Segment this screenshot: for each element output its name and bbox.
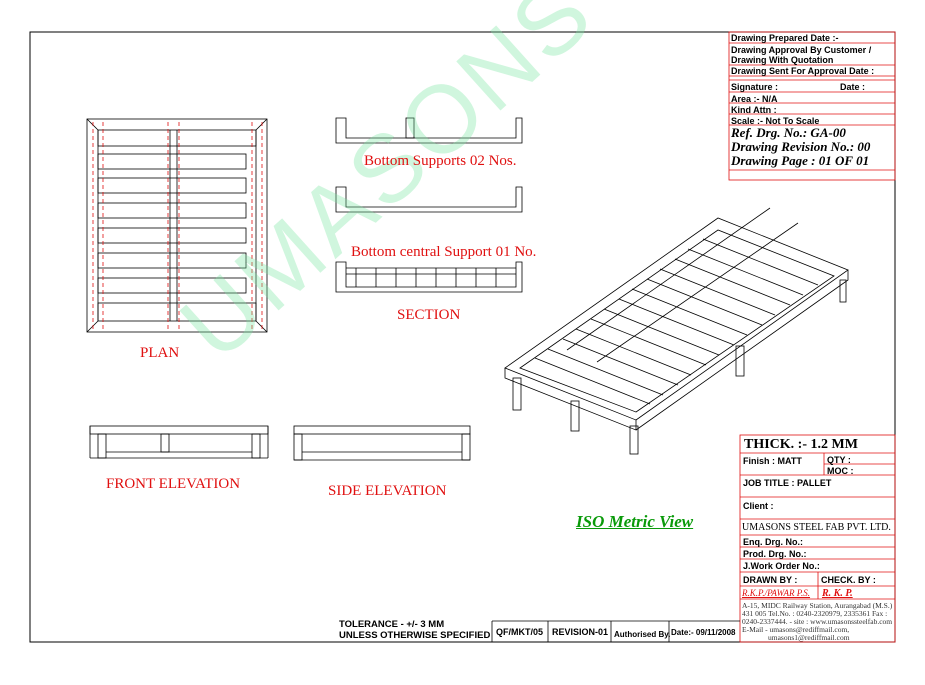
front-elevation-label: FRONT ELEVATION [106, 476, 241, 492]
thickness-field: THICK. :- 1.2 MM [744, 437, 858, 452]
prod-drg-no: Prod. Drg. No.: [743, 549, 807, 559]
work-order-no: J.Work Order No.: [743, 561, 820, 571]
address-line-1: A-15, MIDC Railway Station, Aurangabad (… [742, 601, 893, 610]
check-by-label: CHECK. BY : [821, 575, 876, 585]
title-block-bottom [739, 434, 896, 643]
client-field: Client : [743, 501, 774, 511]
isometric-view [504, 207, 849, 455]
ref-drg-no: Ref. Drg. No.: GA-00 [731, 125, 846, 140]
kind-attn-field: Kind Attn : [731, 105, 777, 115]
footer-block [491, 620, 740, 642]
signature-date-field: Date : [840, 82, 866, 92]
front-elevation-view [89, 425, 269, 459]
bottom-support-view [335, 117, 523, 144]
revision-code: REVISION-01 [552, 627, 609, 637]
drawing-page: Drawing Page : 01 OF 01 [731, 153, 870, 168]
scale-field: Scale :- Not To Scale [731, 116, 820, 126]
drawing-revision-no: Drawing Revision No.: 00 [731, 139, 871, 154]
bottom-central-support-view [335, 186, 523, 213]
qty-field: QTY : [827, 455, 851, 465]
enq-drg-no: Enq. Drg. No.: [743, 537, 803, 547]
address-line-3: 0240-2337444. - site : www.umasonssteelf… [742, 617, 893, 626]
side-elevation-label: SIDE ELEVATION [328, 483, 447, 499]
plan-label: PLAN [140, 345, 180, 361]
address-line-4: E-Mail - umasons@rediffmail.com, [742, 625, 850, 634]
footer-date: Date:- 09/11/2008 [671, 628, 736, 637]
bottom-central-support-label: Bottom central Support 01 No. [351, 244, 537, 260]
drawn-by-label: DRAWN BY : [743, 575, 798, 585]
title-block-top [728, 31, 896, 181]
section-view [335, 261, 523, 293]
finish-field: Finish : MATT [743, 456, 802, 466]
plan-view [86, 118, 268, 333]
drawing-approval-line2: Drawing With Quotation [731, 55, 834, 65]
moc-field: MOC : [827, 466, 854, 476]
drawing-prepared-date: Drawing Prepared Date :- [731, 33, 839, 43]
address-line-2: 431 005 Tel.No. : 0240-2320979, 2335361 … [742, 609, 888, 618]
tolerance-note: TOLERANCE - +/- 3 MM UNLESS OTHERWISE SP… [339, 619, 490, 641]
job-title-field: JOB TITLE : PALLET [743, 478, 832, 488]
iso-view-label: ISO Metric View [576, 512, 694, 531]
tolerance-line2: UNLESS OTHERWISE SPECIFIED [339, 630, 491, 641]
signature-field: Signature : [731, 82, 779, 92]
company-name: UMASONS STEEL FAB PVT. LTD. [742, 522, 891, 533]
address-line-5: umasons1@rediffmail.com [768, 633, 850, 642]
authorised-by: Authorised By. [614, 630, 671, 639]
section-label: SECTION [397, 307, 461, 323]
drawing-sent-date: Drawing Sent For Approval Date : [731, 66, 875, 76]
qf-code: QF/MKT/05 [496, 627, 544, 637]
area-field: Area :- N/A [731, 94, 778, 104]
drawing-approval-line1: Drawing Approval By Customer / [731, 45, 872, 55]
side-elevation-view [293, 425, 471, 461]
bottom-supports-label: Bottom Supports 02 Nos. [364, 153, 517, 169]
tolerance-line1: TOLERANCE - +/- 3 MM [339, 619, 445, 630]
sheet-border [29, 31, 896, 643]
drawn-by-name: R.K.P./PAWAR P.S. [742, 588, 811, 598]
check-by-name: R. K. P. [822, 588, 853, 599]
